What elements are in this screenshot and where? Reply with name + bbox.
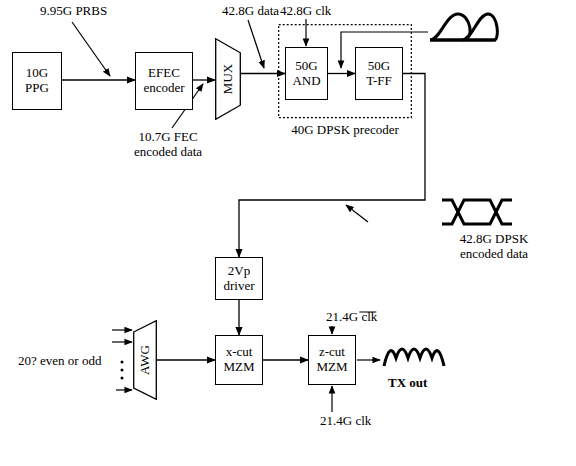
input-arrow [116, 389, 132, 390]
encoder-box: EFEC encoder [135, 52, 193, 110]
mux-symbol: MUX [215, 38, 241, 120]
signal-connector [238, 300, 239, 335]
box-label: 10G PPG [21, 66, 53, 96]
ellipsis-dots [121, 361, 124, 380]
leader-arrow [248, 20, 264, 68]
signal-connector [239, 74, 425, 258]
output-arrow [357, 359, 380, 360]
clock-arrow [331, 326, 332, 334]
signal-label: 21.4G clk [326, 310, 377, 325]
clock-arrow [331, 386, 332, 412]
eye-diagram [442, 200, 512, 224]
signal-label: 42.8G DPSK encoded data [446, 232, 542, 262]
signal-label: 42.8G clk [280, 4, 331, 19]
box-label: 50G AND [292, 59, 322, 89]
awg-symbol: AWG [133, 320, 157, 400]
and-gate-box: 50G AND [285, 47, 328, 100]
signal-connector [62, 79, 135, 80]
signal-label: 10.7G FEC encoded data [118, 130, 218, 160]
leader-arrow [346, 205, 368, 222]
box-label: 2Vp driver [219, 264, 259, 294]
signal-connector [157, 359, 215, 360]
input-arrow [112, 341, 132, 342]
output-label: TX out [388, 376, 427, 391]
precoder-group: 50G AND 50G T-FF 40G DPSK precoder [278, 24, 412, 138]
signal-connector [193, 79, 215, 80]
leader-arrow [72, 22, 110, 76]
box-label: MUX [221, 64, 236, 94]
output-waveform [384, 349, 444, 366]
eye-diagram [430, 14, 497, 40]
box-label: 50G T-FF [362, 59, 396, 89]
signal-label: 21.4G clk [320, 414, 371, 429]
modulator-box: x-cut MZM [215, 335, 263, 385]
clock-arrow [305, 19, 306, 46]
signal-label: 42.8G data [222, 4, 279, 19]
modulator-box: z-cut MZM [308, 335, 356, 385]
signal-label: 20? even or odd [18, 354, 101, 369]
generator-box: 10G PPG [12, 52, 62, 110]
signal-connector [263, 359, 308, 360]
box-label: x-cut MZM [219, 345, 259, 375]
box-label: AWG [138, 345, 153, 375]
driver-box: 2Vp driver [215, 257, 263, 300]
box-label: EFEC encoder [139, 66, 189, 96]
flipflop-box: 50G T-FF [355, 47, 403, 100]
input-arrow [112, 329, 132, 330]
signal-connector [328, 73, 355, 74]
box-label: z-cut MZM [312, 345, 352, 375]
signal-label: 9.95G PRBS [40, 4, 107, 19]
group-heading: 40G DPSK precoder [278, 123, 412, 138]
